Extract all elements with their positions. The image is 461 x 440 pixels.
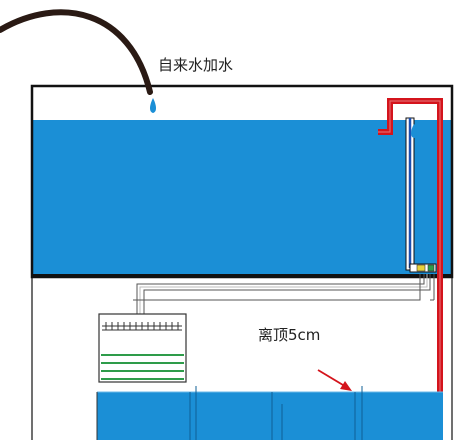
- overflow-assembly: [405, 117, 437, 273]
- stand-cabinet: [31, 276, 453, 440]
- tap-water-hose: [0, 9, 153, 95]
- main-tank-water: [33, 120, 451, 276]
- filter-media: [101, 354, 184, 380]
- filter-box: [98, 313, 187, 383]
- sump-water: [97, 392, 443, 440]
- red-arrow-icon: [317, 369, 352, 391]
- gap-from-top-label: 离顶5cm: [258, 326, 321, 344]
- drain-pipes: [133, 274, 435, 314]
- tap-water-refill-label: 自来水加水: [158, 56, 234, 74]
- return-pipe: [378, 98, 443, 440]
- filter-comb: [105, 322, 179, 330]
- main-tank: [30, 84, 454, 279]
- water-drop-icon: [150, 98, 156, 113]
- sump-tank: [96, 386, 443, 440]
- sump-baffles: [189, 386, 363, 440]
- water-drop-icon: [411, 124, 417, 138]
